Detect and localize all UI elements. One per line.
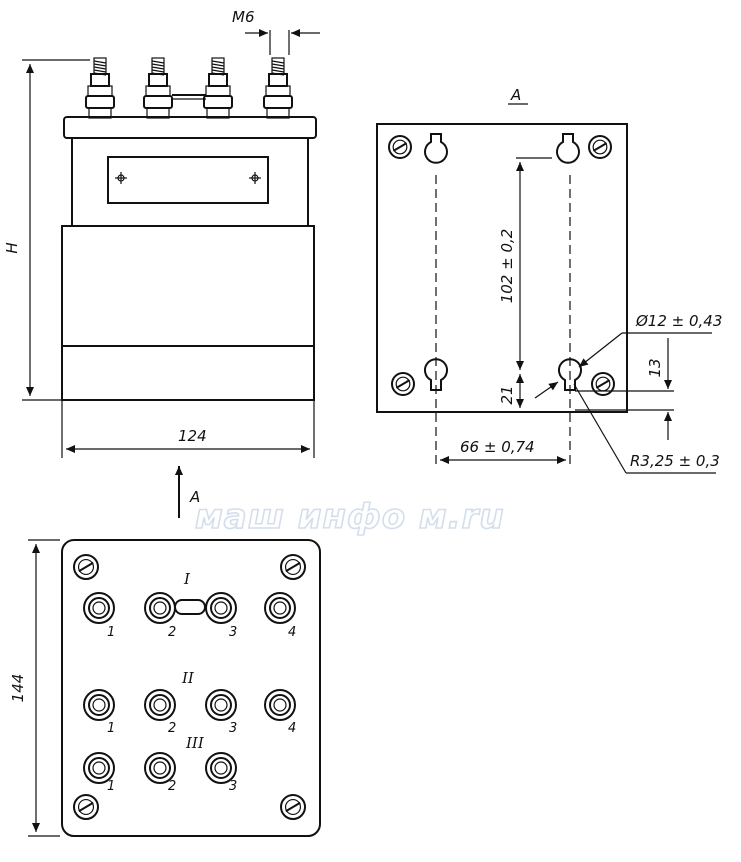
keyhole-slot: [424, 133, 448, 164]
keyhole-slot: [558, 358, 582, 391]
hole-spacing-h: 66 ± 0,74: [460, 438, 535, 456]
panel-corner-screws: [73, 554, 306, 820]
base-plate: [376, 123, 628, 413]
terminal: [144, 592, 176, 624]
screw: [588, 135, 612, 159]
terminal-number: 1: [107, 779, 115, 794]
terminal-stud: [143, 57, 173, 119]
terminal: [83, 752, 115, 784]
corner-screws: [388, 135, 615, 396]
screw: [391, 372, 415, 396]
terminal: [83, 592, 115, 624]
keyhole-slot: [556, 133, 580, 164]
terminal-studs: [85, 57, 293, 119]
terminal-stud: [263, 57, 293, 119]
top-plate: [63, 116, 317, 139]
height-label: H: [3, 242, 21, 253]
screw: [73, 794, 99, 820]
terminal-number: 1: [107, 721, 115, 736]
jumper-link: [174, 599, 206, 615]
screw: [280, 554, 306, 580]
group-label: III: [185, 734, 205, 752]
diameter-label: Ø12 ± 0,43: [635, 312, 722, 330]
terminal: [205, 592, 237, 624]
terminal-number: 2: [168, 779, 176, 794]
case-upper: [61, 225, 315, 347]
screw: [388, 135, 412, 159]
nameplate-screw-left: [115, 172, 127, 184]
terminal-stud: [203, 57, 233, 119]
terminal: [144, 752, 176, 784]
radius-label: R3,25 ± 0,3: [630, 452, 720, 470]
terminal: [264, 689, 296, 721]
screw: [280, 794, 306, 820]
terminal-number: 1: [107, 625, 115, 640]
keyhole-slots: [424, 133, 582, 391]
bottom-offset: 21: [498, 385, 516, 404]
nameplate-screw-right: [249, 172, 261, 184]
view-arrow-label: A: [189, 488, 200, 506]
screw: [591, 372, 615, 396]
terminal-panel: [61, 539, 321, 837]
width-front-label: 124: [178, 427, 207, 445]
thread-label: M6: [232, 8, 255, 26]
hole-spacing-v: 102 ± 0,2: [498, 229, 516, 304]
front-view: M6 H 124 A: [3, 8, 320, 518]
view-a: A 102 ± 0,2 21 66 ± 0,74 13 Ø12 ± 0,43: [376, 86, 722, 474]
terminal-number: 4: [288, 625, 296, 640]
height-bottom-label: 144: [9, 674, 27, 703]
terminal-number: 2: [168, 625, 176, 640]
group-label: I: [183, 570, 191, 588]
terminal-number: 3: [229, 721, 237, 736]
case-lower: [61, 345, 315, 401]
screw: [73, 554, 99, 580]
terminal: [205, 689, 237, 721]
terminal: [205, 752, 237, 784]
terminal: [264, 592, 296, 624]
keyhole-slot: [424, 358, 448, 391]
nameplate: [107, 156, 269, 204]
group-label: II: [181, 669, 195, 687]
watermark: маш инфо м.ru: [195, 497, 505, 537]
terminal-number: 3: [229, 779, 237, 794]
terminal: [144, 689, 176, 721]
terminal-number: 2: [168, 721, 176, 736]
terminal-number: 4: [288, 721, 296, 736]
view-a-title: A: [510, 86, 521, 104]
slot-offset: 13: [646, 358, 664, 377]
terminal: [83, 689, 115, 721]
terminal-number: 3: [229, 625, 237, 640]
terminal-stud: [85, 57, 115, 119]
